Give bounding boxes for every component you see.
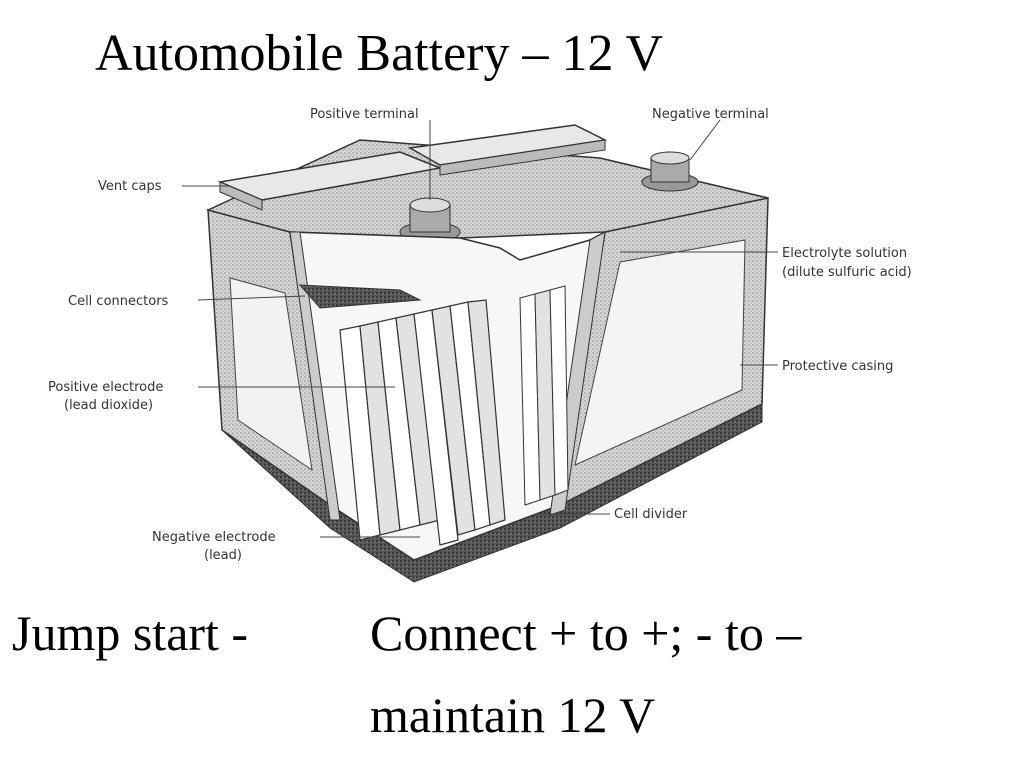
label-electrolyte-detail: (dilute sulfuric acid)	[782, 265, 912, 280]
electrode-plates-back	[519, 285, 569, 506]
label-positive-electrode-detail: (lead dioxide)	[64, 398, 153, 413]
label-electrolyte-solution: Electrolyte solution	[782, 246, 907, 261]
jump-start-instruction-line2: maintain 12 V	[370, 687, 656, 743]
label-leader-lines	[182, 119, 778, 538]
label-cell-connectors: Cell connectors	[68, 294, 169, 309]
electrode-plates-front	[339, 299, 506, 546]
jump-start-instruction-line1: Connect + to +; - to –	[370, 605, 802, 661]
positive-terminal-post	[399, 197, 461, 243]
label-negative-terminal: Negative terminal	[652, 107, 769, 122]
cell-connectors	[298, 284, 422, 309]
cell-divider-left	[289, 231, 341, 521]
battery-cutaway-diagram: Positive terminal Negative terminal Vent…	[48, 107, 912, 583]
label-positive-terminal: Positive terminal	[310, 107, 419, 122]
negative-terminal-post	[641, 151, 699, 192]
label-negative-electrode: Negative electrode	[152, 530, 276, 545]
label-vent-caps: Vent caps	[98, 179, 162, 194]
jump-start-label: Jump start -	[12, 605, 249, 661]
label-cell-divider: Cell divider	[614, 507, 688, 522]
slide-title: Automobile Battery – 12 V	[95, 25, 664, 82]
label-positive-electrode: Positive electrode	[48, 380, 163, 395]
label-negative-electrode-detail: (lead)	[204, 548, 242, 563]
label-protective-casing: Protective casing	[782, 359, 893, 374]
